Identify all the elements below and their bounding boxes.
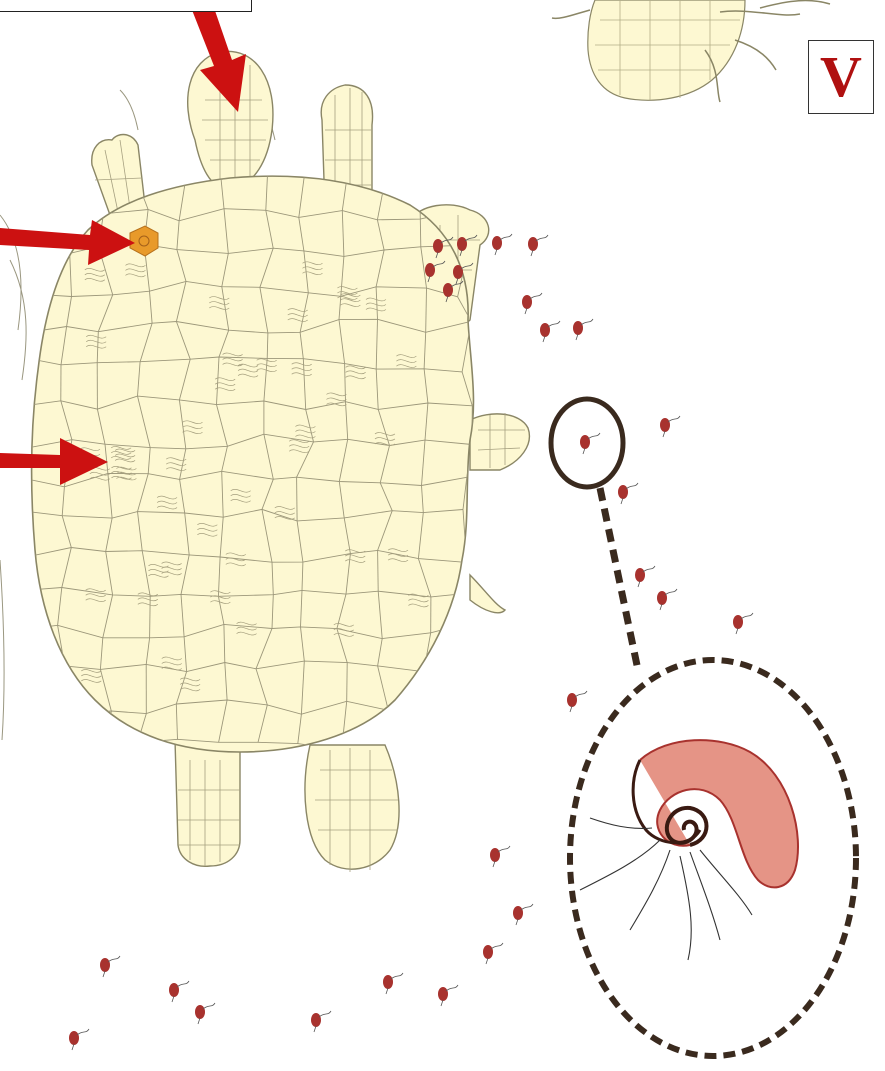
sperm-cell-icon [733,613,753,634]
sperm-cell-icon [522,293,542,314]
sperm-cell-icon [100,956,120,977]
sperm-cell-icon [490,846,510,867]
sperm-cell-icon [311,1011,331,1032]
sperm-cell-icon [383,973,403,994]
sperm-cell-icon [618,483,638,504]
sperm-cell-icon [483,943,503,964]
sperm-cell-icon [69,1029,89,1050]
sperm-cell-icon [635,566,655,587]
sperm-cell-icon [513,904,533,925]
sperm-cell-icon [573,319,593,340]
magnified-view [570,660,856,1056]
panel-label-text: V [820,48,862,106]
sperm-cell-icon [567,691,587,712]
sperm-cell-icon [438,985,458,1006]
sperm-cell-icon [528,235,548,256]
sperm-cell-icon [195,1003,215,1024]
sperm-cell-icon [492,234,512,255]
caption-box [0,0,252,12]
sperm-cell-icon [660,416,680,437]
adjacent-thallus-fragment [552,0,830,102]
dashed-leader [600,488,638,670]
sperm-cell-icon [169,981,189,1002]
sperm-cell-icon [657,589,677,610]
sperm-cell-icon [580,433,600,454]
sperm-cell-icon [540,321,560,342]
panel-label: V [808,40,874,114]
